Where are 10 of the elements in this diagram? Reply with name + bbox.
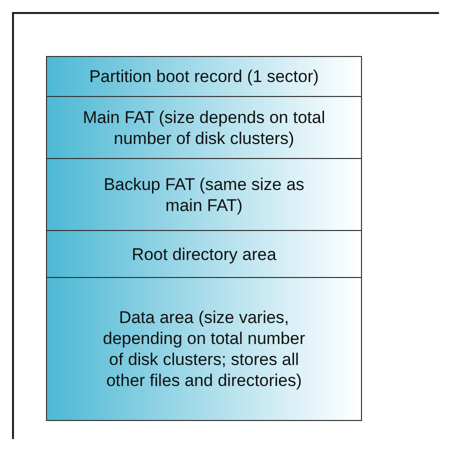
data-area-block	[46, 277, 362, 421]
root-directory-block	[46, 230, 362, 278]
block-label: Main FAT (size depends on total number of disk clusters)	[82, 106, 326, 148]
boot-record-block	[46, 56, 362, 97]
backup-fat-block	[46, 158, 362, 231]
block-label: Root directory area	[132, 244, 276, 264]
block-label: Data area (size varies, depending on total number of disk clusters; stores all other files and directories)	[102, 307, 306, 391]
block-label: Partition boot record (1 sector)	[89, 66, 319, 87]
block-label: Backup FAT (same size as main FAT)	[102, 174, 306, 216]
main-fat-block	[46, 96, 362, 159]
